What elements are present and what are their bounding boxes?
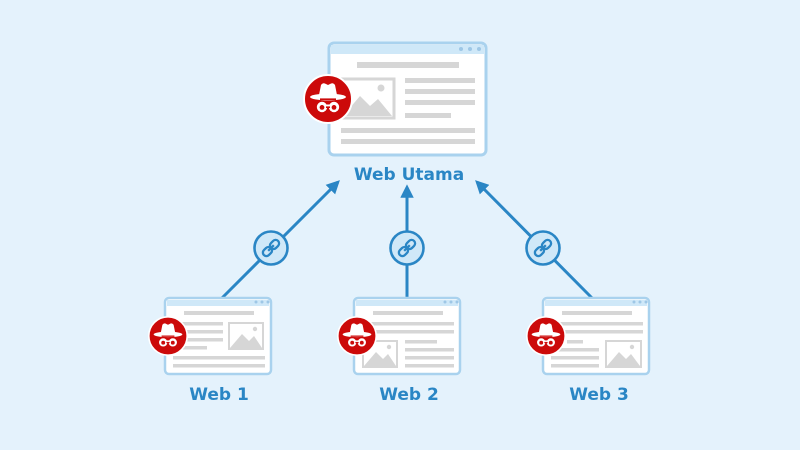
web-3-label: Web 3 bbox=[569, 385, 629, 405]
spy-hat-glasses-icon bbox=[336, 315, 378, 357]
web-2-label: Web 2 bbox=[379, 385, 439, 405]
web-1-card bbox=[163, 296, 273, 376]
image-placeholder-icon bbox=[228, 322, 264, 350]
chain-link-icon bbox=[525, 230, 561, 266]
chain-link-icon bbox=[389, 230, 425, 266]
spy-hat-glasses-icon bbox=[147, 315, 188, 356]
main-site-card bbox=[327, 41, 488, 157]
web-3-card bbox=[541, 296, 651, 376]
main-site-label: Web Utama bbox=[353, 165, 465, 185]
web-2-card bbox=[352, 296, 462, 376]
spy-hat-glasses-icon bbox=[525, 315, 567, 357]
image-placeholder-icon bbox=[605, 340, 642, 368]
spy-hat-glasses-icon bbox=[303, 74, 353, 124]
chain-link-icon bbox=[253, 230, 289, 266]
web-1-label: Web 1 bbox=[189, 385, 249, 405]
